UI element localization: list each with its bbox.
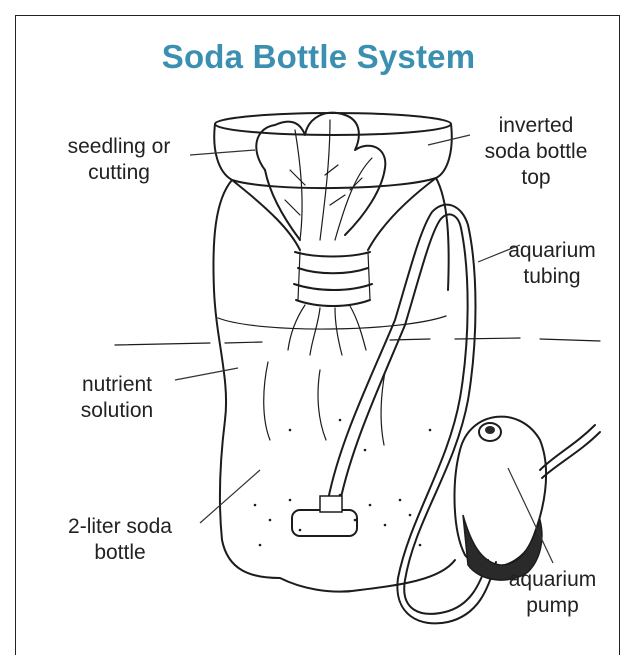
- label-seedling-line1: seedling or: [34, 134, 204, 160]
- label-bottle: 2-liter soda bottle: [40, 514, 200, 566]
- inverted-bottle-top: [214, 113, 452, 250]
- label-inverted-top: inverted soda bottle top: [456, 113, 616, 191]
- label-inverted-top-line2: soda bottle: [456, 139, 616, 165]
- label-nutrient: nutrient solution: [52, 372, 182, 424]
- label-seedling-line2: cutting: [34, 160, 204, 186]
- label-tubing: aquarium tubing: [482, 238, 622, 290]
- label-pump: aquarium pump: [490, 567, 615, 619]
- aquarium-pump: [455, 417, 600, 580]
- seedling-plant: [256, 113, 385, 355]
- label-pump-line1: aquarium: [490, 567, 615, 593]
- label-bottle-line1: 2-liter soda: [40, 514, 200, 540]
- label-nutrient-line2: solution: [52, 398, 182, 424]
- label-inverted-top-line3: top: [456, 165, 616, 191]
- water-surface-line: [115, 338, 600, 345]
- label-seedling: seedling or cutting: [34, 134, 204, 186]
- label-bottle-line2: bottle: [40, 540, 200, 566]
- label-leaders: [175, 135, 553, 563]
- label-inverted-top-line1: inverted: [456, 113, 616, 139]
- label-tubing-line1: aquarium: [482, 238, 622, 264]
- label-tubing-line2: tubing: [482, 264, 622, 290]
- aquarium-tubing: [292, 205, 496, 624]
- label-nutrient-line1: nutrient: [52, 372, 182, 398]
- label-pump-line2: pump: [490, 593, 615, 619]
